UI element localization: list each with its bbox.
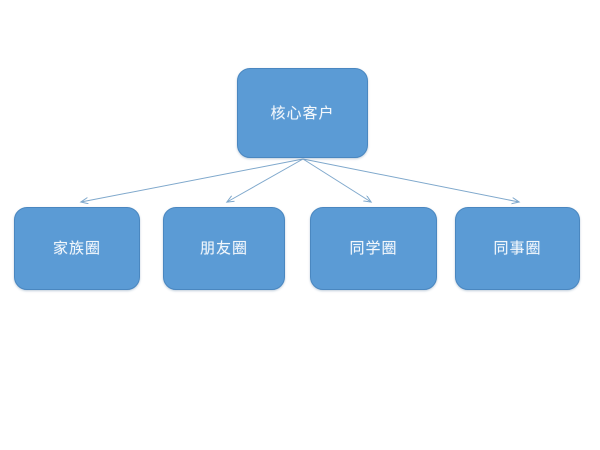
node-family-circle[interactable]: 家族圈 <box>14 207 140 290</box>
node-label: 同事圈 <box>493 239 542 257</box>
node-label: 家族圈 <box>52 239 101 257</box>
node-colleagues-circle[interactable]: 同事圈 <box>455 207 580 290</box>
node-label: 同学圈 <box>349 239 398 257</box>
connector-core-to-classmates <box>302 158 371 202</box>
connector-core-to-family <box>81 158 304 202</box>
connector-core-to-friends <box>227 158 304 202</box>
node-classmates-circle[interactable]: 同学圈 <box>310 207 437 290</box>
node-label: 朋友圈 <box>199 239 248 257</box>
node-core-customer[interactable]: 核心客户 <box>237 68 368 158</box>
node-friends-circle[interactable]: 朋友圈 <box>163 207 285 290</box>
connector-core-to-colleagues <box>302 158 519 202</box>
node-label: 核心客户 <box>270 103 335 122</box>
